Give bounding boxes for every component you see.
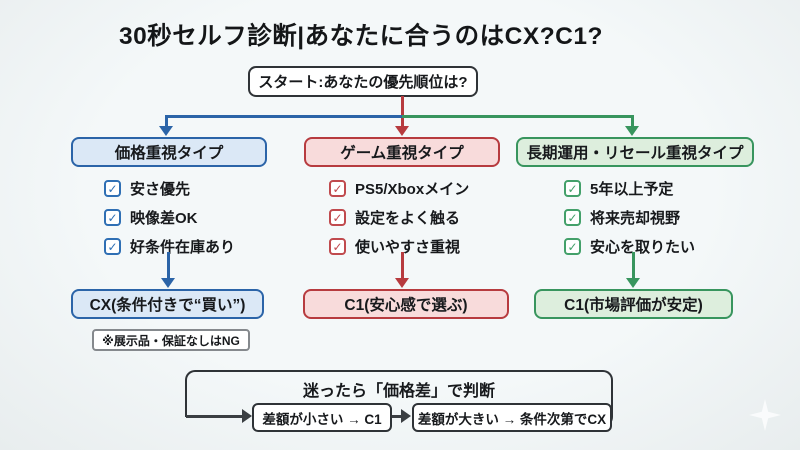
checklist-item-label: PS5/Xboxメイン bbox=[355, 181, 470, 198]
checklist-item-label: 好条件在庫あり bbox=[130, 239, 236, 256]
checklist-item-label: 将来売却視野 bbox=[590, 210, 681, 227]
checklist-item: ✓ 将来売却視野 bbox=[564, 207, 695, 228]
arrowhead-right-icon bbox=[242, 409, 252, 423]
result-box-c1-game: C1(安心感で選ぶ) bbox=[303, 289, 509, 319]
connector-start-down bbox=[401, 96, 404, 128]
decision-step1-box: 差額が小さい → C1 bbox=[252, 403, 392, 432]
connector-right-down bbox=[631, 115, 634, 128]
result-label: CX(条件付きで“買い”) bbox=[89, 297, 246, 314]
arrowhead-down-icon bbox=[395, 126, 409, 136]
branch-header-game: ゲーム重視タイプ bbox=[304, 137, 500, 167]
connector-step1-step2 bbox=[392, 415, 404, 418]
result-label: C1(市場評価が安定) bbox=[564, 297, 703, 314]
checklist-item-label: 映像差OK bbox=[130, 210, 198, 227]
start-label: スタート:あなたの優先順位は? bbox=[258, 74, 468, 91]
checklist-item-label: 安さ優先 bbox=[130, 181, 191, 198]
start-box: スタート:あなたの優先順位は? bbox=[248, 66, 478, 97]
result-label: C1(安心感で選ぶ) bbox=[344, 297, 468, 314]
arrowhead-down-icon bbox=[161, 278, 175, 288]
sparkle-icon bbox=[749, 399, 781, 431]
page-title: 30秒セルフ診断|あなたに合うのはCX?C1? bbox=[119, 23, 603, 50]
checklist-item: ✓ 使いやすさ重視 bbox=[329, 236, 469, 257]
checked-checkbox-icon: ✓ bbox=[104, 238, 121, 255]
arrowhead-down-icon bbox=[626, 278, 640, 288]
checklist-item: ✓ 安心を取りたい bbox=[564, 236, 695, 257]
branch-header-label: ゲーム重視タイプ bbox=[340, 145, 464, 162]
arrowhead-right-icon bbox=[401, 409, 411, 423]
decision-step2-label: 差額が大きい → 条件次第でCX bbox=[417, 411, 607, 427]
checked-checkbox-icon: ✓ bbox=[104, 180, 121, 197]
arrowhead-down-icon bbox=[395, 278, 409, 288]
checklist-game: ✓ PS5/Xboxメイン ✓ 設定をよく触る ✓ 使いやすさ重視 bbox=[329, 178, 469, 257]
checked-checkbox-icon: ✓ bbox=[564, 209, 581, 226]
checklist-item-label: 安心を取りたい bbox=[590, 239, 696, 256]
checklist-item-label: 設定をよく触る bbox=[355, 210, 461, 227]
checklist-item: ✓ 安さ優先 bbox=[104, 178, 235, 199]
connector-game-result bbox=[401, 252, 404, 280]
checked-checkbox-icon: ✓ bbox=[564, 238, 581, 255]
branch-header-label: 価格重視タイプ bbox=[114, 145, 224, 162]
checklist-item: ✓ 映像差OK bbox=[104, 207, 235, 228]
connector-price-result bbox=[167, 252, 170, 280]
checklist-item: ✓ 好条件在庫あり bbox=[104, 236, 235, 257]
checklist-resale: ✓ 5年以上予定 ✓ 将来売却視野 ✓ 安心を取りたい bbox=[564, 178, 695, 257]
cx-note-label: ※展示品・保証なしはNG bbox=[102, 333, 240, 348]
branch-header-label: 長期運用・リセール重視タイプ bbox=[526, 145, 744, 162]
connector-decision-step1 bbox=[186, 415, 243, 418]
decision-step1-label: 差額が小さい → C1 bbox=[262, 411, 382, 427]
checklist-item-label: 使いやすさ重視 bbox=[355, 239, 461, 256]
connector-branch-left bbox=[165, 115, 403, 118]
checklist-item-label: 5年以上予定 bbox=[590, 181, 674, 198]
checklist-item: ✓ PS5/Xboxメイン bbox=[329, 178, 469, 199]
checked-checkbox-icon: ✓ bbox=[329, 209, 346, 226]
checked-checkbox-icon: ✓ bbox=[564, 180, 581, 197]
cx-note-box: ※展示品・保証なしはNG bbox=[92, 329, 250, 351]
decision-box-outline bbox=[185, 370, 613, 417]
branch-header-price: 価格重視タイプ bbox=[71, 137, 267, 167]
result-box-c1-resale: C1(市場評価が安定) bbox=[534, 289, 733, 319]
checklist-item: ✓ 5年以上予定 bbox=[564, 178, 695, 199]
checklist-price: ✓ 安さ優先 ✓ 映像差OK ✓ 好条件在庫あり bbox=[104, 178, 235, 257]
connector-left-down bbox=[165, 115, 168, 128]
checklist-item: ✓ 設定をよく触る bbox=[329, 207, 469, 228]
branch-header-resale: 長期運用・リセール重視タイプ bbox=[516, 137, 754, 167]
connector-resale-result bbox=[632, 252, 635, 280]
checked-checkbox-icon: ✓ bbox=[104, 209, 121, 226]
arrowhead-down-icon bbox=[159, 126, 173, 136]
decision-step2-box: 差額が大きい → 条件次第でCX bbox=[412, 403, 612, 432]
result-box-cx: CX(条件付きで“買い”) bbox=[71, 289, 264, 319]
connector-branch-right bbox=[402, 115, 634, 118]
decision-title: 迷ったら「価格差」で判断 bbox=[302, 383, 495, 400]
arrowhead-down-icon bbox=[625, 126, 639, 136]
checked-checkbox-icon: ✓ bbox=[329, 238, 346, 255]
checked-checkbox-icon: ✓ bbox=[329, 180, 346, 197]
